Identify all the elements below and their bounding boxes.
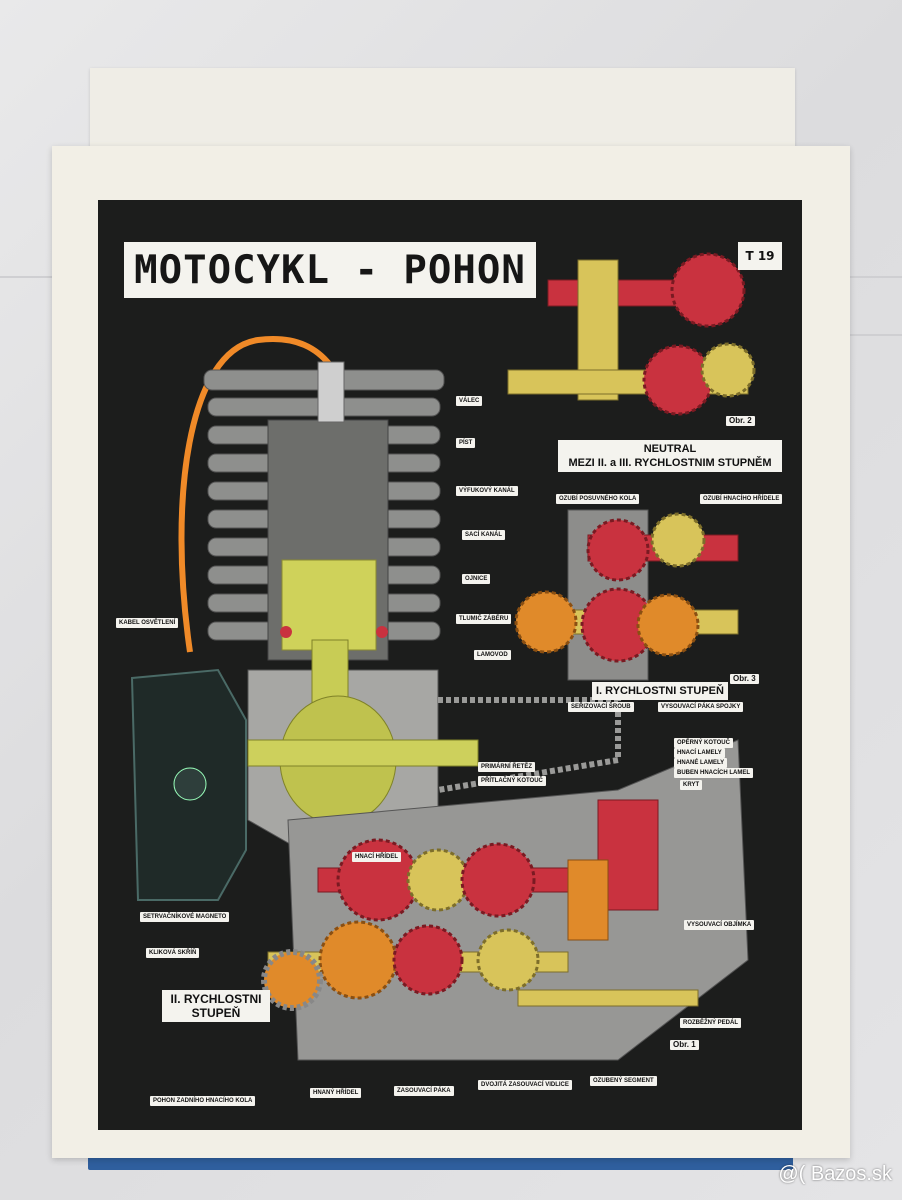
neutral-caption-line1: NEUTRAL bbox=[643, 443, 697, 455]
label-kryt: KRYT bbox=[680, 780, 703, 790]
kickstart-shaft bbox=[517, 989, 699, 1007]
label-buben-hnacich-lamel: BUBEN HNACÍCH LAMEL bbox=[674, 768, 753, 778]
primary-chain bbox=[437, 697, 621, 793]
label-zasouvaci-paka: ZASOUVACÍ PÁKA bbox=[394, 1086, 454, 1096]
crank-axle bbox=[247, 739, 479, 767]
neutral-caption-line2: MEZI II. a III. RYCHLOSTNIM STUPNĚM bbox=[568, 457, 772, 469]
label-vysouvaci-objimka: VYSOUVACÍ OBJÍMKA bbox=[684, 920, 755, 930]
piston-ring bbox=[280, 626, 292, 638]
poster: MOTOCYKL - POHON T 19 NEUTRAL MEZI II. a… bbox=[98, 200, 802, 1130]
label-pritlacny-kotouc: PŘÍTLAČNÝ KOTOUČ bbox=[478, 776, 546, 786]
label-operny-kotouc: OPĚRNÝ KOTOUČ bbox=[674, 738, 733, 748]
label-hnany-hridel: HNANÝ HŘÍDEL bbox=[310, 1088, 362, 1098]
magneto-badge-icon bbox=[173, 767, 207, 801]
neutral-caption: NEUTRAL MEZI II. a III. RYCHLOSTNIM STUP… bbox=[558, 440, 782, 472]
clutch-drum bbox=[567, 859, 609, 941]
first-gear-detail bbox=[514, 509, 739, 681]
label-hnaci-hridel: HNACÍ HŘÍDEL bbox=[352, 852, 401, 862]
label-ojnice: OJNICE bbox=[462, 574, 491, 584]
piston-ring bbox=[376, 626, 388, 638]
label-kabel-osvetleni: KABEL OSVĚTLENÍ bbox=[116, 618, 179, 628]
piston bbox=[281, 559, 377, 651]
label-hnane-lamely: HNANÉ LAMELY bbox=[674, 758, 728, 768]
label-ozubi-hnaciho-hridele: OZUBÍ HNACÍHO HŘÍDELE bbox=[700, 494, 783, 504]
floor-tile-joint bbox=[850, 334, 902, 336]
label-setrvacnikove-magneto: SETRVAČNÍKOVÉ MAGNETO bbox=[140, 912, 230, 922]
neutral-gear-detail bbox=[507, 252, 756, 416]
label-ozubeny-segment: OZUBENÝ SEGMENT bbox=[590, 1076, 657, 1086]
engine-illustration bbox=[130, 252, 756, 1061]
figure-number-2: Obr. 2 bbox=[726, 416, 755, 426]
figure-number-1: Obr. 1 bbox=[670, 1040, 699, 1050]
label-hnaci-lamely: HNACÍ LAMELY bbox=[674, 748, 725, 758]
label-dvojita-zasouvaci-vidlice: DVOJITÁ ZASOUVACÍ VIDLICE bbox=[478, 1080, 572, 1090]
poster-title-text: MOTOCYKL - POHON bbox=[134, 247, 526, 293]
label-klikova-skrin: KLIKOVÁ SKŘÍŇ bbox=[146, 948, 200, 958]
figure-number-3: Obr. 3 bbox=[730, 674, 759, 684]
label-tlumic-zaberu: TLUMIČ ZÁBĚRU bbox=[456, 614, 512, 624]
label-valec: VÁLEC bbox=[456, 396, 483, 406]
poster-code: T 19 bbox=[738, 242, 782, 270]
label-serizovaci-sroub: SEŘIZOVACÍ ŠROUB bbox=[568, 702, 634, 712]
poster-title: MOTOCYKL - POHON bbox=[124, 242, 536, 298]
second-gear-caption-line1: II. RYCHLOSTNI bbox=[170, 992, 262, 1006]
label-saci-kanal: SACÍ KANÁL bbox=[462, 530, 505, 540]
bazos-watermark: @( Bazos.sk bbox=[778, 1163, 892, 1185]
label-pohon-zadniho: POHON ZADNÍHO HNACÍHO KOLA bbox=[150, 1096, 256, 1106]
label-vyfukovy-kanal: VÝFUKOVÝ KANÁL bbox=[456, 486, 518, 496]
label-rozbezny-pedal: ROZBĚŽNÝ PEDÁL bbox=[680, 1018, 742, 1028]
label-pist: PÍST bbox=[456, 438, 476, 448]
ignition-cable bbox=[178, 336, 333, 653]
label-ozubi-posuvneho-kola: OZUBÍ POSUVNÉHO KOLA bbox=[556, 494, 640, 504]
first-gear-caption: I. RYCHLOSTNI STUPEŇ bbox=[592, 682, 728, 700]
label-vysouvaci-paka-spojky: VYSOUVACÍ PÁKA SPOJKY bbox=[658, 702, 744, 712]
label-primarni-retez: PRIMÁRNÍ ŘETĚZ bbox=[478, 762, 535, 772]
label-lamovod: LAMOVOD bbox=[474, 650, 511, 660]
spark-plug bbox=[317, 361, 345, 423]
second-gear-caption-line2: STUPEŇ bbox=[191, 1006, 241, 1020]
second-gear-caption: II. RYCHLOSTNI STUPEŇ bbox=[162, 990, 270, 1022]
